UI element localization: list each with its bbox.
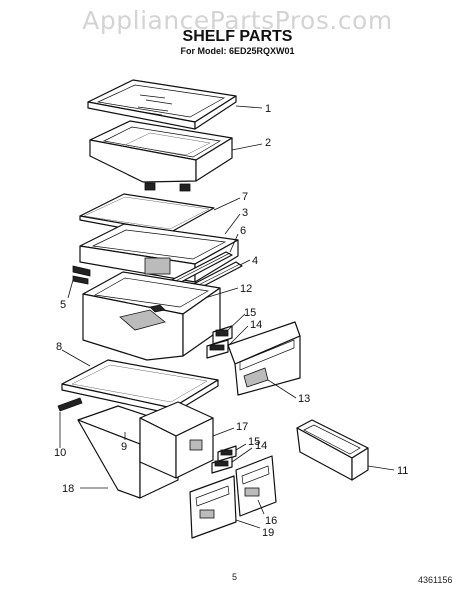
callout-5: 5 (60, 299, 66, 311)
callout-14-bottom: 14 (255, 440, 267, 452)
callout-4: 4 (252, 255, 258, 267)
part-8-large-shelf (61, 359, 219, 415)
callout-15-top: 15 (244, 307, 256, 319)
callout-2: 2 (265, 137, 271, 149)
part-1-glass-shelf (87, 79, 237, 130)
callout-17: 17 (236, 421, 248, 433)
callout-15-bottom: 15 (248, 436, 260, 448)
part-14-bracket-bottom (211, 456, 233, 474)
callout-8: 8 (56, 341, 62, 353)
callout-1: 1 (265, 103, 271, 115)
part-10-rail-clip (57, 397, 83, 412)
part-19-crisper-cover-left (189, 475, 237, 539)
callout-19: 19 (262, 527, 274, 539)
model-number: For Model: 6ED25RQXW01 (180, 46, 295, 56)
part-12-pan (82, 271, 221, 361)
callout-10: 10 (54, 447, 66, 459)
callout-16: 16 (265, 515, 277, 527)
callout-13: 13 (298, 393, 310, 405)
callout-6: 6 (240, 225, 246, 237)
part-15-bracket-bottom (217, 445, 237, 463)
part-17-crisper-right (139, 401, 214, 479)
callout-7: 7 (242, 191, 248, 203)
part-2-slide-tray (89, 120, 233, 192)
callout-9: 9 (121, 441, 127, 453)
callout-14-top: 14 (250, 319, 262, 331)
part-16-crisper-cover-right (235, 455, 277, 517)
part-11-door-bin (296, 419, 369, 481)
part-15-bracket-top (212, 325, 233, 345)
leader-lines (59, 105, 395, 529)
callout-11: 11 (397, 465, 408, 477)
page-title: SHELF PARTS (182, 28, 293, 45)
part-14-bracket-top (206, 339, 229, 359)
page-number: 5 (232, 572, 238, 582)
callout-18: 18 (62, 483, 74, 495)
callout-3: 3 (242, 207, 248, 219)
callout-12: 12 (240, 283, 252, 295)
part-5-glide (72, 265, 91, 285)
document-number: 4361156 (418, 575, 453, 585)
watermark-text: AppliancePartsPros.com (82, 6, 393, 35)
part-13-front-cover (227, 321, 301, 396)
